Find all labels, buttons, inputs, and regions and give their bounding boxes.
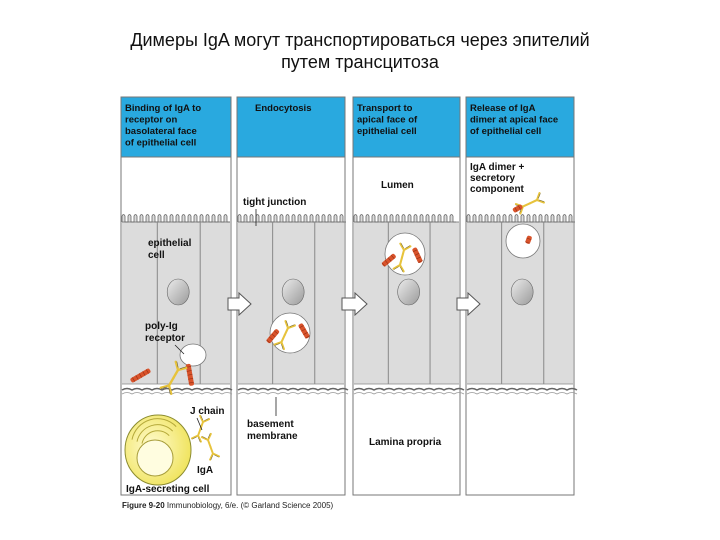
label-poly-ig-receptor: poly-Ig <box>145 321 178 332</box>
panel-2-contents <box>266 312 311 354</box>
basement-membrane-inner <box>237 392 349 395</box>
panel-header-box <box>352 96 461 158</box>
secretory-component <box>512 204 523 213</box>
nucleus <box>397 278 420 306</box>
early-vesicle <box>179 343 207 367</box>
basement-membrane <box>237 387 349 391</box>
slide-title-line-1: Димеры IgA могут транспортироваться чере… <box>130 30 590 50</box>
label-j-chain: J chain <box>190 406 224 417</box>
label-lumen: Lumen <box>381 180 414 191</box>
caption-source: Immunobiology, 6/e. (© Garland Science 2… <box>164 501 334 510</box>
poly-ig-receptor <box>266 329 280 344</box>
panel-header-text: Endocytosis <box>255 103 312 114</box>
panel-header-text: apical face of <box>357 115 418 126</box>
step-arrow <box>341 291 368 317</box>
poly-ig-receptor <box>298 323 310 339</box>
slide-title-line-2: путем трансцитоза <box>281 52 439 72</box>
label-poly-ig-receptor: receptor <box>145 333 185 344</box>
basement-membrane-inner <box>121 392 233 395</box>
basement-membrane <box>121 387 233 391</box>
poly-ig-receptor <box>381 253 396 267</box>
label-epithelial-cell: cell <box>148 250 165 261</box>
panel-header-text: of epithelial cell <box>125 138 196 149</box>
label-iga-dimer-secretory-component: IgA dimer + <box>470 162 525 173</box>
er-membrane <box>136 424 174 442</box>
panel-header-box <box>236 96 346 158</box>
panel-header-text: receptor on <box>125 115 177 126</box>
er-membrane <box>131 418 177 440</box>
label-basement-membrane: membrane <box>247 431 298 442</box>
empty-vesicle <box>505 223 541 259</box>
figure-caption: Figure 9-20 Immunobiology, 6/e. (© Garla… <box>122 501 333 510</box>
label-tight-junction: tight junction <box>243 197 306 208</box>
step-arrow <box>227 291 252 317</box>
label-iga-dimer-secretory-component: component <box>470 184 525 195</box>
microvilli <box>353 214 456 223</box>
label-iga: IgA <box>197 465 213 476</box>
nucleus <box>166 278 190 306</box>
panel-header-text: basolateral face <box>125 126 197 137</box>
poly-ig-receptor <box>185 363 194 386</box>
secreted-iga <box>200 432 221 461</box>
receptor-fragment <box>525 235 532 244</box>
step-arrow <box>456 291 481 317</box>
basement-membrane-inner <box>353 392 465 395</box>
transport-vesicle <box>384 232 426 276</box>
plasma-cell-nucleus <box>136 439 174 477</box>
label-epithelial-cell: epithelial <box>148 238 192 249</box>
panel-header-box <box>120 96 232 158</box>
poly-ig-receptor <box>130 368 151 383</box>
er-membrane <box>141 430 170 444</box>
caption-figure-number: Figure 9-20 <box>122 501 165 510</box>
panel-header-text: Transport to <box>357 103 413 114</box>
nucleus <box>281 278 305 306</box>
panel-2: Endocytosis <box>236 96 349 496</box>
panel-header-box <box>465 96 575 158</box>
panel-3-contents <box>381 232 426 276</box>
nucleus <box>510 278 534 306</box>
panel-header-text: of epithelial cell <box>470 126 541 137</box>
pointer-line <box>174 344 185 355</box>
pointer-line <box>196 417 203 431</box>
label-lamina-propria: Lamina propria <box>369 437 442 448</box>
iga-dimer <box>159 360 188 395</box>
panel-4-contents <box>505 192 545 259</box>
basement-membrane <box>466 387 578 391</box>
label-iga-secreting-cell: IgA-secreting cell <box>126 484 210 495</box>
iga-dimer <box>392 242 412 273</box>
panel-header-text: Binding of IgA to <box>125 103 201 114</box>
panel-1-contents <box>124 343 221 486</box>
label-iga-dimer-secretory-component: secretory <box>470 173 515 184</box>
basement-membrane-inner <box>466 392 578 395</box>
panel-header-text: Release of IgA <box>470 103 536 114</box>
panel-header-text: epithelial cell <box>357 126 417 137</box>
panel-header-text: dimer at apical face <box>470 115 558 126</box>
iga-dimer <box>273 320 296 351</box>
poly-ig-receptor <box>412 247 423 263</box>
basement-membrane <box>353 387 465 391</box>
label-basement-membrane: basement <box>247 419 294 430</box>
